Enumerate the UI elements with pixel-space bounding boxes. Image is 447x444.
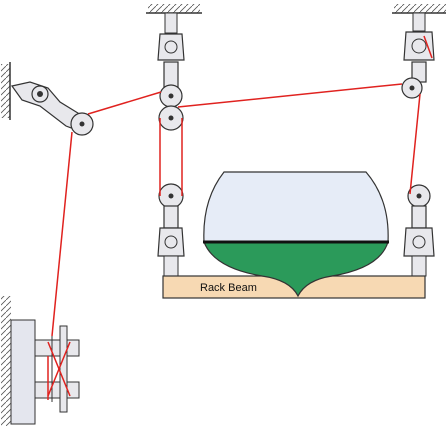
rope-segment (51, 131, 73, 337)
rope-system (47, 35, 433, 400)
rope-segment (87, 91, 162, 115)
hanging-block-right (401, 12, 435, 277)
rope-segment (409, 93, 421, 195)
boat-hull (203, 171, 389, 298)
mount-plate (10, 319, 36, 425)
rope-segment (423, 35, 433, 59)
sheave-wall-left (70, 112, 94, 136)
wall-anchor-left (1, 62, 11, 120)
hanging-block-left (157, 12, 185, 277)
rope-segment (177, 83, 403, 108)
ceiling-anchor-left (146, 4, 202, 14)
rack-beam-label: Rack Beam (200, 282, 257, 294)
rope-segment (47, 341, 71, 397)
cleat-block (1, 296, 80, 426)
ceiling-anchor-right (392, 4, 446, 14)
